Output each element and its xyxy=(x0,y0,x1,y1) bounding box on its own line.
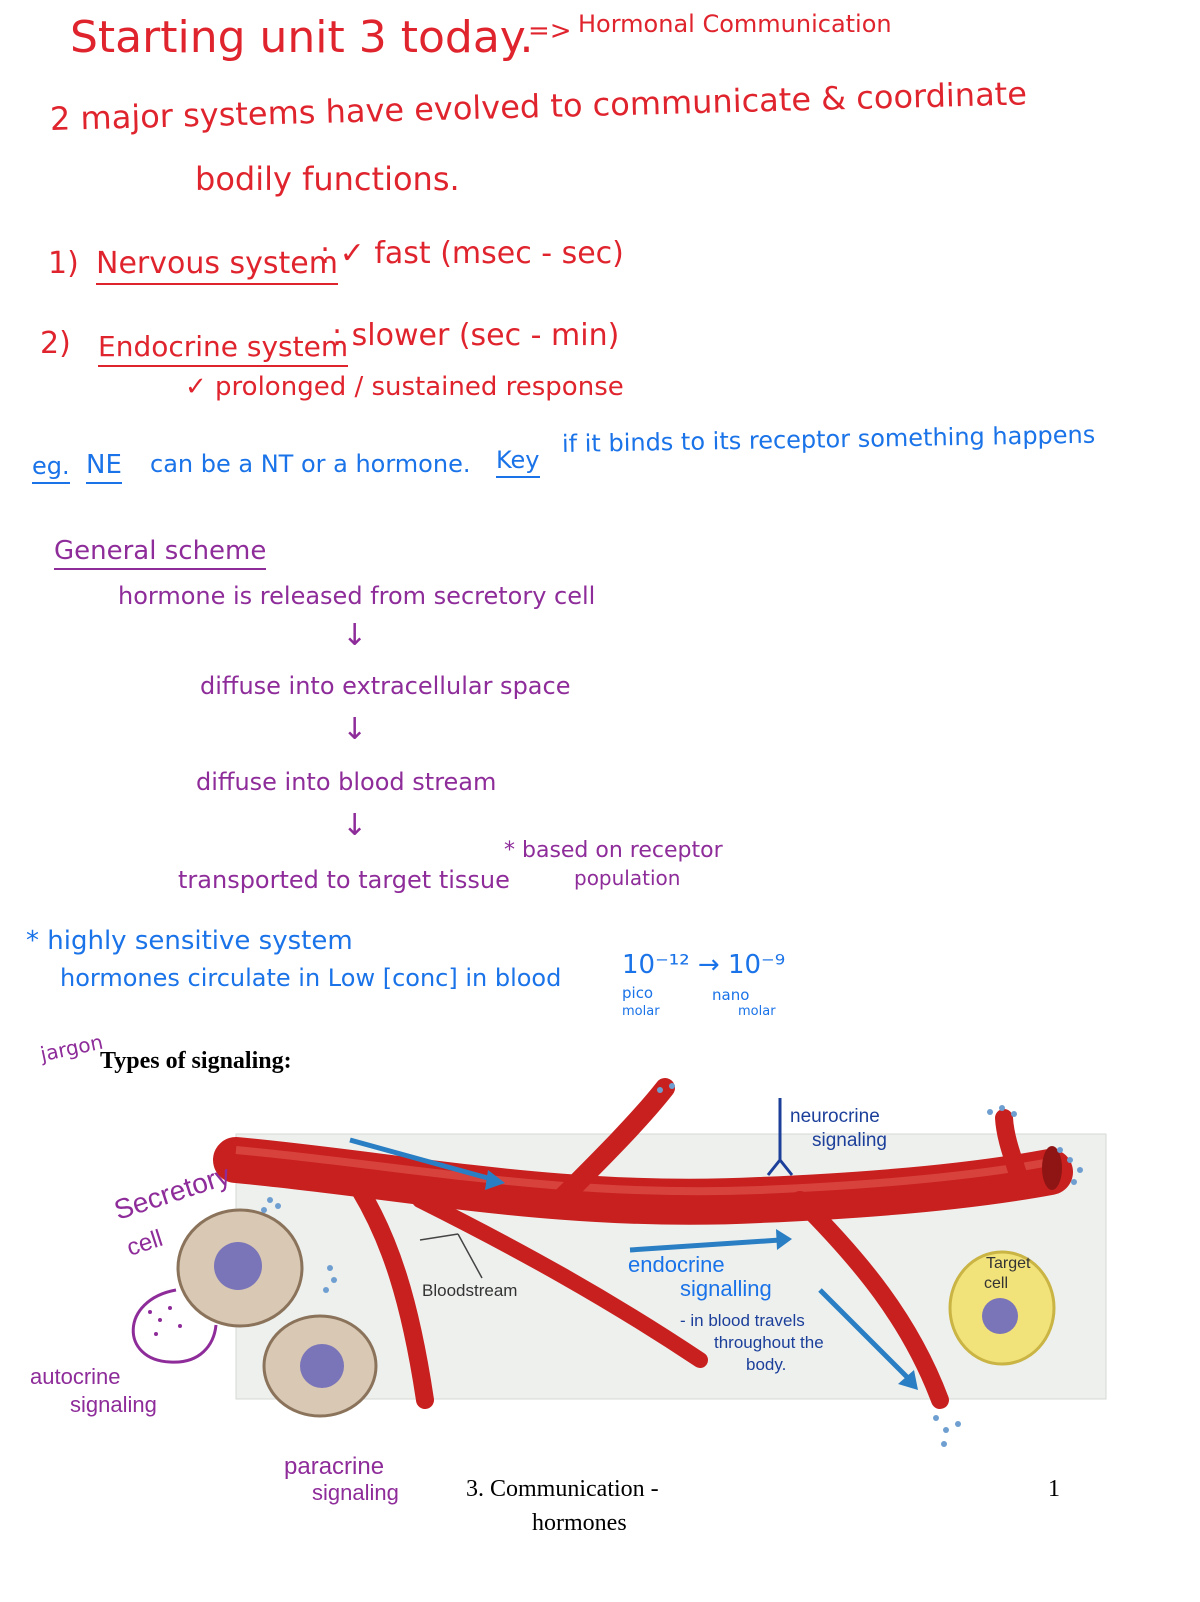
scheme-step-1: hormone is released from secretory cell xyxy=(118,582,596,610)
footer-title-2: hormones xyxy=(532,1510,627,1536)
secretory-label-2: cell xyxy=(124,1225,167,1262)
sensitive-nano: nano xyxy=(712,986,750,1004)
endocrine-note-2: throughout the xyxy=(714,1333,824,1352)
item1-desc: : ✓ fast (msec - sec) xyxy=(320,236,624,271)
endocrine-note-1: - in blood travels xyxy=(680,1311,805,1330)
flow-arrow-3 xyxy=(818,1288,912,1382)
sensitive-range: 10⁻¹² → 10⁻⁹ xyxy=(622,950,786,980)
sensitive-line-1: * highly sensitive system xyxy=(26,926,353,956)
vessel-opening xyxy=(1042,1146,1062,1190)
scheme-arrow-3: ↓ xyxy=(342,808,368,843)
topic-label: Hormonal Communication xyxy=(578,10,892,38)
scheme-arrow-1: ↓ xyxy=(342,618,368,653)
target-nucleus xyxy=(982,1298,1018,1334)
bloodstream-label: Bloodstream xyxy=(422,1281,517,1300)
target-cell-label-1: Target xyxy=(986,1255,1031,1272)
main-blood-vessel xyxy=(213,1137,1073,1225)
flow-arrow-2-head xyxy=(776,1229,792,1250)
autocrine-label-1: autocrine xyxy=(30,1364,121,1389)
target-cell-label-2: cell xyxy=(984,1275,1008,1292)
bloodstream-pointer-2 xyxy=(419,1233,459,1241)
endocrine-label-2: signalling xyxy=(680,1276,772,1301)
sensitive-molar-1: molar xyxy=(622,1004,660,1019)
notes-title: Starting unit 3 today. xyxy=(70,12,534,63)
vessel-highlight xyxy=(235,1146,1051,1196)
sensitive-line-2: hormones circulate in Low [conc] in bloo… xyxy=(60,964,562,992)
vessel-branch-up xyxy=(550,1078,675,1210)
endocrine-label-1: endocrine xyxy=(628,1252,725,1277)
neurocrine-label-1: neurocrine xyxy=(790,1106,880,1127)
scheme-step-2: diffuse into extracellular space xyxy=(200,672,571,700)
item1-number: 1) xyxy=(48,246,79,281)
footer-title-1: 3. Communication - xyxy=(466,1476,659,1502)
hormone-particles xyxy=(261,1083,1083,1447)
scheme-arrow-2: ↓ xyxy=(342,712,368,747)
vessel-branch-down-right xyxy=(791,1191,949,1409)
eg-ne: NE xyxy=(86,450,122,484)
item2-sub: ✓ prolonged / sustained response xyxy=(185,372,624,402)
vessel-branch-right xyxy=(995,1109,1029,1189)
scheme-step-4: transported to target tissue xyxy=(178,866,510,894)
bloodstream-pointer-1 xyxy=(457,1233,483,1279)
endocrine-note-3: body. xyxy=(746,1355,786,1374)
vessel-branch-mid xyxy=(412,1192,708,1368)
paracrine-nucleus xyxy=(300,1344,344,1388)
autocrine-particles xyxy=(148,1306,182,1336)
notes-line-2: bodily functions. xyxy=(195,160,460,198)
page-number: 1 xyxy=(1048,1476,1060,1502)
vessel-branch-down-left xyxy=(351,1181,434,1409)
eg-text-1: can be a NT or a hormone. xyxy=(150,450,471,478)
flow-arrow-1-head xyxy=(485,1170,505,1190)
scheme-note-1: * based on receptor xyxy=(504,838,723,863)
figure-heading: Types of signaling: xyxy=(100,1048,292,1074)
item2-desc: : slower (sec - min) xyxy=(332,318,620,353)
scheme-step-3: diffuse into blood stream xyxy=(196,768,497,796)
sensitive-molar-2: molar xyxy=(738,1004,776,1019)
flow-arrow-2 xyxy=(629,1237,781,1253)
paracrine-label-2: signaling xyxy=(312,1480,399,1505)
scheme-heading: General scheme xyxy=(54,536,267,570)
eg-key: Key xyxy=(496,446,540,478)
eg-label: eg. xyxy=(32,452,70,484)
neuron-terminal xyxy=(766,1098,794,1176)
scheme-note-2: population xyxy=(574,866,681,890)
secretory-nucleus xyxy=(214,1242,262,1290)
sensitive-pico: pico xyxy=(622,984,654,1002)
flow-arrow-3-head xyxy=(898,1370,918,1390)
autocrine-loop xyxy=(131,1288,218,1364)
item1-name: Nervous system xyxy=(96,246,338,285)
autocrine-label-2: signaling xyxy=(70,1392,157,1417)
paracrine-label-1: paracrine xyxy=(284,1453,384,1480)
neurocrine-label-2: signaling xyxy=(812,1130,887,1151)
item2-name: Endocrine system xyxy=(98,330,349,367)
item2-number: 2) xyxy=(40,326,71,361)
flow-arrow-1 xyxy=(349,1137,496,1183)
title-arrow: => xyxy=(528,16,572,46)
